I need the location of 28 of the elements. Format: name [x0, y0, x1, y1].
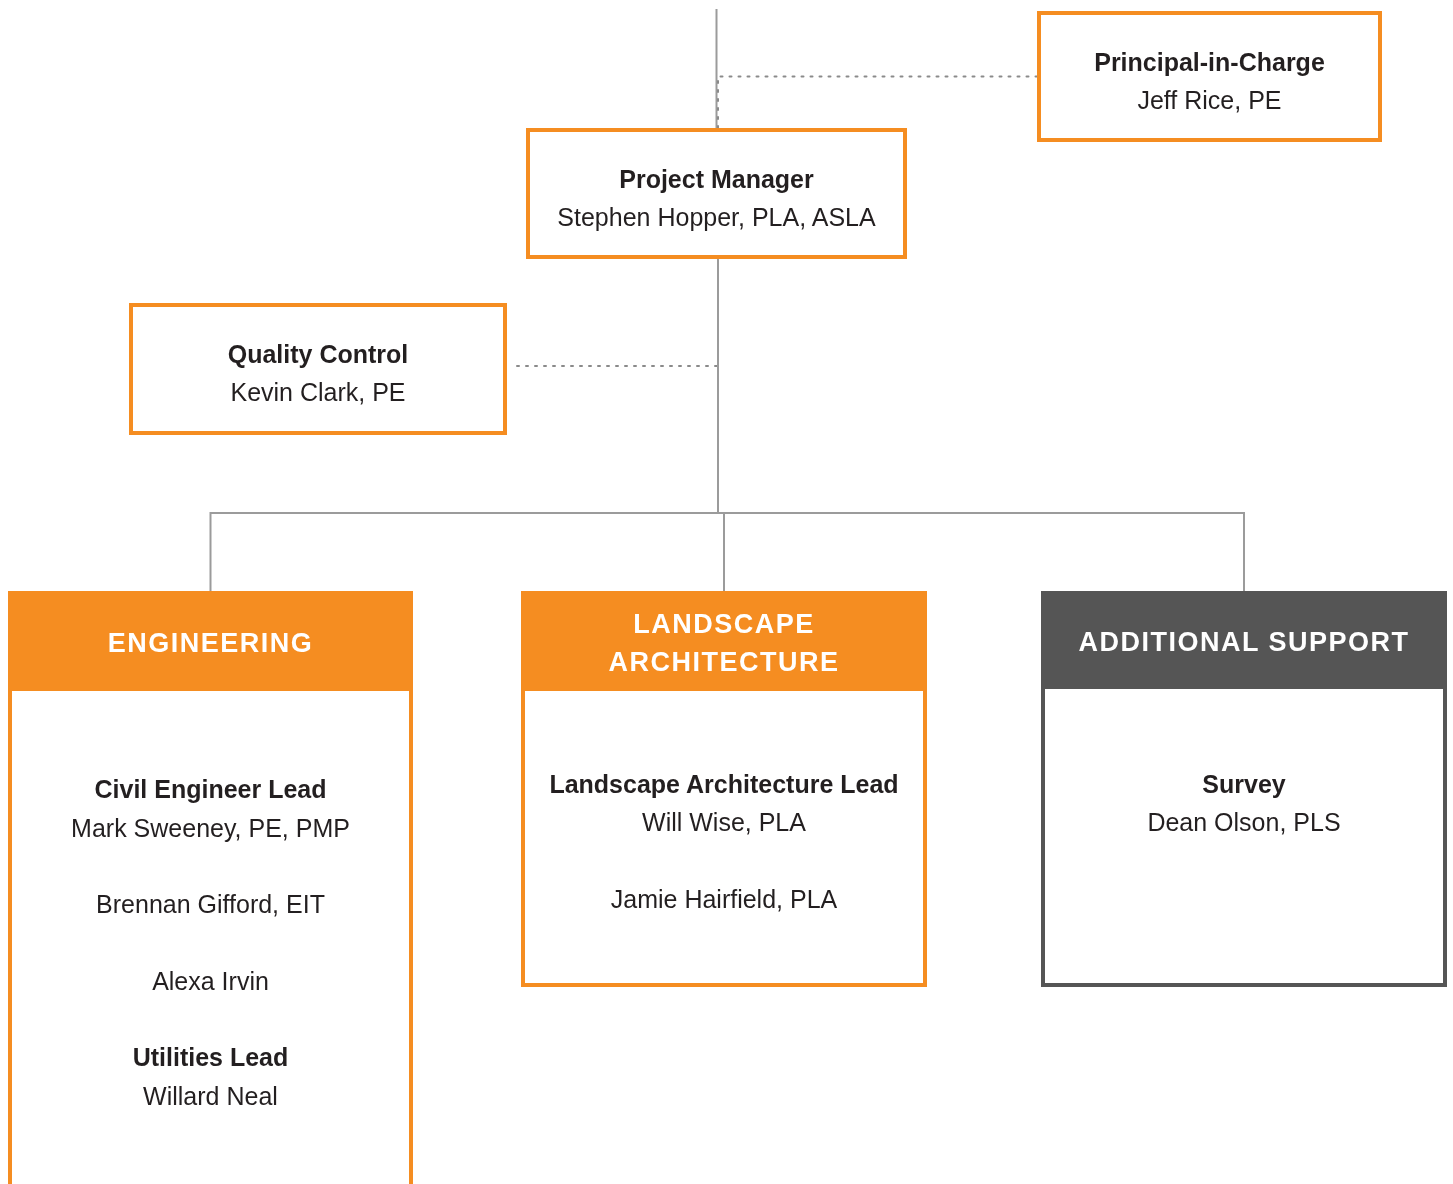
- team-header: LANDSCAPE ARCHITECTURE: [525, 595, 923, 691]
- role-box: [1037, 11, 1382, 142]
- role-title: Project Manager: [618, 164, 815, 194]
- team-panel: [8, 591, 413, 1184]
- team-panel: [1041, 591, 1447, 987]
- person-name: Mark Sweeney, PE, PMP: [70, 813, 351, 843]
- dotted-connector: [717, 75, 1038, 129]
- person-name: Will Wise, PLA: [641, 807, 807, 837]
- role-title: Principal-in-Charge: [1093, 47, 1326, 77]
- role-title: Landscape Architecture Lead: [548, 769, 900, 799]
- person-name: Willard Neal: [142, 1081, 279, 1111]
- role-title: Survey: [1201, 769, 1287, 799]
- team-header: ENGINEERING: [12, 595, 409, 691]
- role-title: Utilities Lead: [131, 1042, 290, 1072]
- person-name: Jeff Rice, PE: [1136, 85, 1283, 115]
- person-name: Alexa Irvin: [151, 966, 270, 996]
- person-name: Brennan Gifford, EIT: [95, 889, 326, 919]
- role-box: [129, 303, 507, 435]
- role-box: [526, 128, 907, 259]
- role-title: Quality Control: [226, 339, 410, 369]
- team-header: ADDITIONAL SUPPORT: [1045, 595, 1443, 689]
- person-name: Dean Olson, PLS: [1146, 807, 1342, 837]
- connector-line: [715, 8, 718, 129]
- person-name: Kevin Clark, PE: [229, 377, 407, 407]
- person-name: Jamie Hairfield, PLA: [609, 884, 839, 914]
- person-name: Stephen Hopper, PLA, ASLA: [556, 202, 877, 232]
- role-title: Civil Engineer Lead: [93, 774, 328, 804]
- team-panel: [521, 591, 927, 987]
